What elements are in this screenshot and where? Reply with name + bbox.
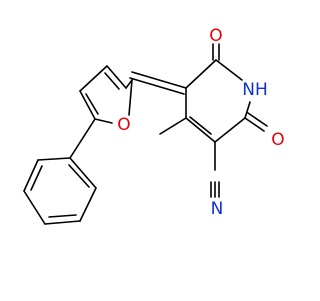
- bond-ph-2: [23, 159, 39, 192]
- bond-c2-o-1: [244, 117, 265, 132]
- furan-ring: [79, 65, 133, 124]
- bond-c3-c4: [185, 117, 216, 143]
- bond-ph-inner-1: [30, 165, 43, 191]
- bond-ph-1: [37, 157, 71, 161]
- nitrile-group: [210, 141, 220, 198]
- bond-furan-phenyl: [69, 118, 96, 159]
- bond-c2-o-2: [247, 112, 268, 127]
- bond-ph-4: [44, 220, 81, 225]
- bond-ph-6: [69, 157, 97, 189]
- phenyl-ring: [23, 157, 97, 225]
- bond-c4f-c5f: [79, 90, 96, 120]
- atom-nitrogen-nitrile: N: [211, 199, 224, 219]
- carbonyl-top: [212, 43, 220, 61]
- pyridinone-ring: [185, 59, 251, 143]
- atom-oxygen-right: O: [271, 130, 284, 150]
- bond-c6-n1: [215, 59, 243, 81]
- chemical-structure: O NH O O N: [23, 26, 285, 225]
- bond-c6-c5: [185, 59, 217, 89]
- bond-ph-inner-3: [68, 164, 90, 188]
- bond-o-c2f: [128, 79, 133, 116]
- bond-alkene-1: [131, 71, 187, 89]
- bond-c2-c3: [214, 117, 246, 143]
- atom-nh: NH: [242, 80, 268, 100]
- atom-oxygen-furan: O: [117, 115, 130, 135]
- bond-c5f-o: [94, 118, 113, 124]
- bond-c2f-alkene: [125, 79, 133, 89]
- atom-oxygen-top: O: [209, 26, 222, 46]
- bond-methyl: [159, 117, 187, 135]
- exocyclic-alkene: [129, 71, 187, 95]
- bond-ph-5: [79, 187, 97, 222]
- bond-c4f-c5f-inner: [85, 93, 99, 115]
- bond-ph-inner-2: [48, 214, 77, 218]
- bond-c3-c4-inner: [189, 116, 212, 135]
- bond-ph-3: [23, 190, 46, 225]
- bond-alkene-2: [129, 77, 185, 95]
- bond-c2f-c3f: [106, 65, 127, 89]
- bond-c2f-c3f-inner: [104, 72, 120, 90]
- bond-c3f-c4f: [79, 65, 108, 92]
- bond-n1-c2: [244, 101, 251, 119]
- carbonyl-right: [244, 112, 268, 132]
